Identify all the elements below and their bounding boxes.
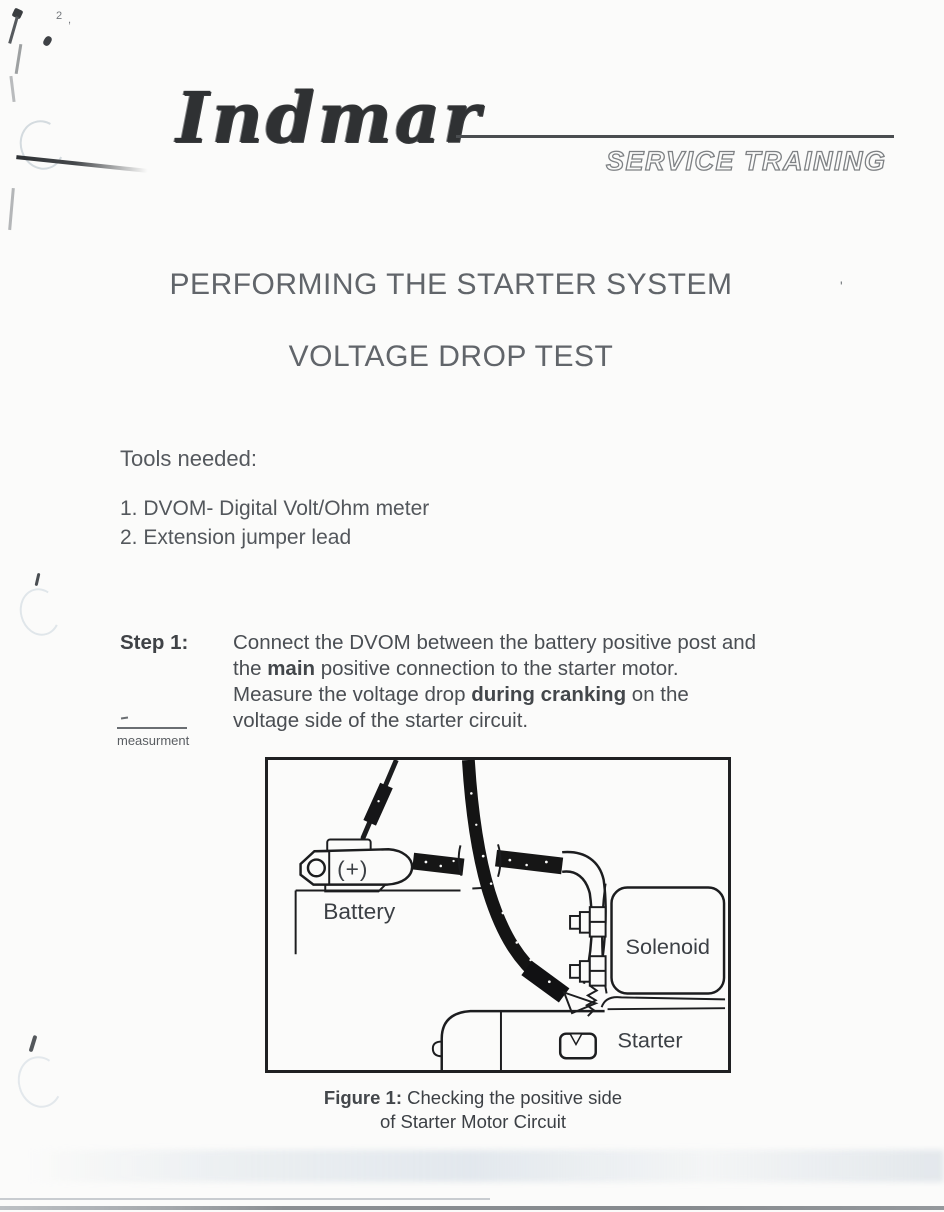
label-terminal-positive: (+) bbox=[337, 857, 368, 882]
scan-artifact-arc bbox=[12, 1051, 68, 1113]
header-rule bbox=[456, 135, 894, 138]
tools-list-item: 2. Extension jumper lead bbox=[120, 525, 352, 549]
scan-speckles bbox=[377, 792, 551, 984]
dvom-probe-sleeve bbox=[363, 782, 393, 826]
dvom-probe-metal-tip bbox=[562, 990, 599, 1015]
figure1-diagram: (+) Battery Solenoid Starter bbox=[265, 757, 731, 1073]
scan-artifact-arc bbox=[14, 583, 66, 641]
dvom-test-lead bbox=[461, 760, 547, 985]
step1-line4: voltage side of the starter circuit. bbox=[233, 709, 529, 732]
tools-list: 1. DVOM- Digital Volt/Ohm meter 2. Exten… bbox=[120, 495, 429, 552]
scan-artifact bbox=[34, 572, 41, 587]
step1-line1: Connect the DVOM between the battery pos… bbox=[233, 631, 757, 654]
label-starter: Starter bbox=[617, 1027, 682, 1052]
scan-artifact-stroke bbox=[16, 155, 148, 173]
step1-label: Step 1: bbox=[120, 631, 189, 654]
margin-note: measurment bbox=[117, 733, 190, 748]
page-title-line1: PERFORMING THE STARTER SYSTEM bbox=[169, 268, 733, 301]
starter-body bbox=[440, 1009, 605, 1070]
step1-line3: Measure the voltage drop during cranking… bbox=[233, 682, 813, 708]
scan-artifact bbox=[11, 7, 24, 20]
scan-smudge-band bbox=[0, 1150, 944, 1182]
step1-line2: the main positive connection to the star… bbox=[233, 656, 813, 682]
engine-line-upper bbox=[600, 996, 726, 1008]
connector-notch bbox=[568, 1032, 584, 1047]
step1-paragraph: Connect the DVOM between the battery pos… bbox=[233, 630, 813, 734]
figure1-caption: Figure 1: Checking the positive side of … bbox=[248, 1086, 698, 1134]
solenoid-body bbox=[610, 886, 726, 995]
dvom-probe-body bbox=[521, 960, 570, 1003]
scan-bottom-thin-line bbox=[0, 1198, 490, 1200]
clamp-facet-line bbox=[314, 850, 331, 885]
caption-text: Checking the positive side bbox=[402, 1087, 623, 1108]
scan-artifact bbox=[8, 187, 15, 231]
margin-blank-line bbox=[117, 727, 187, 729]
margin-blank-dash bbox=[120, 716, 129, 720]
stray-mark: 2 bbox=[56, 10, 63, 22]
scan-artifact-arc bbox=[13, 114, 71, 176]
scan-artifact bbox=[14, 43, 23, 75]
tools-heading: Tools needed: bbox=[120, 446, 257, 471]
service-training-subtitle: SERVICE TRAINING bbox=[605, 145, 887, 176]
terminal-bottom-tab bbox=[324, 883, 387, 893]
step1-line3-text: Measure the voltage drop bbox=[233, 683, 472, 706]
battery-cable-segment bbox=[495, 849, 564, 875]
stray-mark: , bbox=[68, 14, 72, 26]
step1-line3-bold: during cranking bbox=[471, 683, 627, 706]
scan-artifact bbox=[28, 1034, 37, 1053]
clamp-bolt-hole bbox=[306, 858, 326, 878]
step1-line3-text: on the bbox=[626, 683, 689, 706]
cable-parting-arc bbox=[457, 845, 463, 877]
starter-circuit-illustration: (+) Battery Solenoid Starter bbox=[294, 760, 726, 1070]
caption-figure-number: Figure 1: bbox=[323, 1087, 403, 1108]
step1-line2-text: the bbox=[233, 657, 268, 680]
solenoid-terminal-bolt-lower bbox=[569, 955, 607, 987]
engine-line-lower bbox=[607, 1007, 726, 1011]
scan-artifact bbox=[41, 34, 54, 48]
label-battery: Battery bbox=[323, 899, 396, 924]
scan-artifact bbox=[8, 16, 19, 44]
step1-line2-bold: main bbox=[267, 657, 316, 680]
step1-line2-text: positive connection to the starter motor… bbox=[315, 657, 679, 680]
starter-end-bump bbox=[431, 1040, 442, 1058]
tools-list-item: 1. DVOM- Digital Volt/Ohm meter bbox=[120, 497, 430, 520]
caption-line1: Figure 1: Checking the positive side bbox=[248, 1086, 698, 1110]
page-title-line2: VOLTAGE DROP TEST bbox=[288, 340, 614, 373]
scan-artifact bbox=[9, 75, 16, 103]
solenoid-terminal-bolt-upper bbox=[569, 906, 607, 938]
scan-bottom-edge-line bbox=[0, 1206, 944, 1210]
cable-parting-arc bbox=[497, 844, 502, 878]
battery-cable-segment bbox=[412, 852, 465, 876]
label-solenoid: Solenoid bbox=[626, 934, 710, 959]
brand-logo: Indmar bbox=[176, 76, 483, 159]
caption-line2: of Starter Motor Circuit bbox=[379, 1111, 567, 1132]
